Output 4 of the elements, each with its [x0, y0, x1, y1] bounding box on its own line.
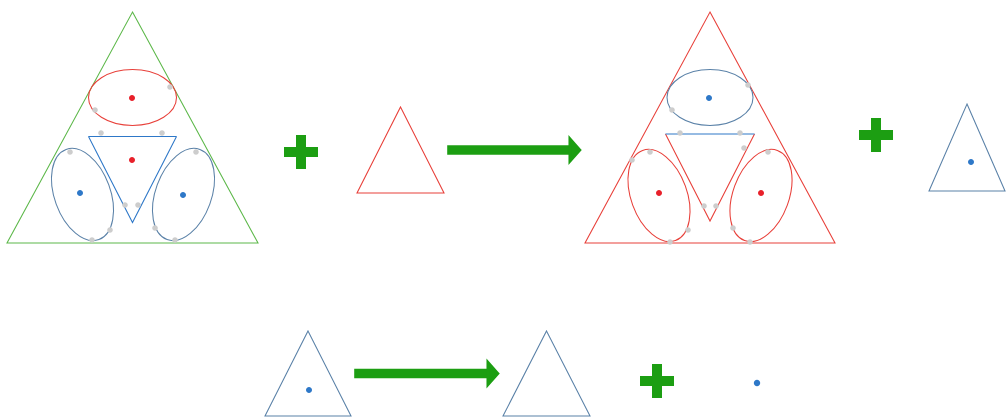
ellipse [666, 68, 754, 127]
inverted-triangle [87, 135, 178, 224]
ellipse [87, 68, 178, 127]
inverted-triangle [664, 133, 756, 223]
